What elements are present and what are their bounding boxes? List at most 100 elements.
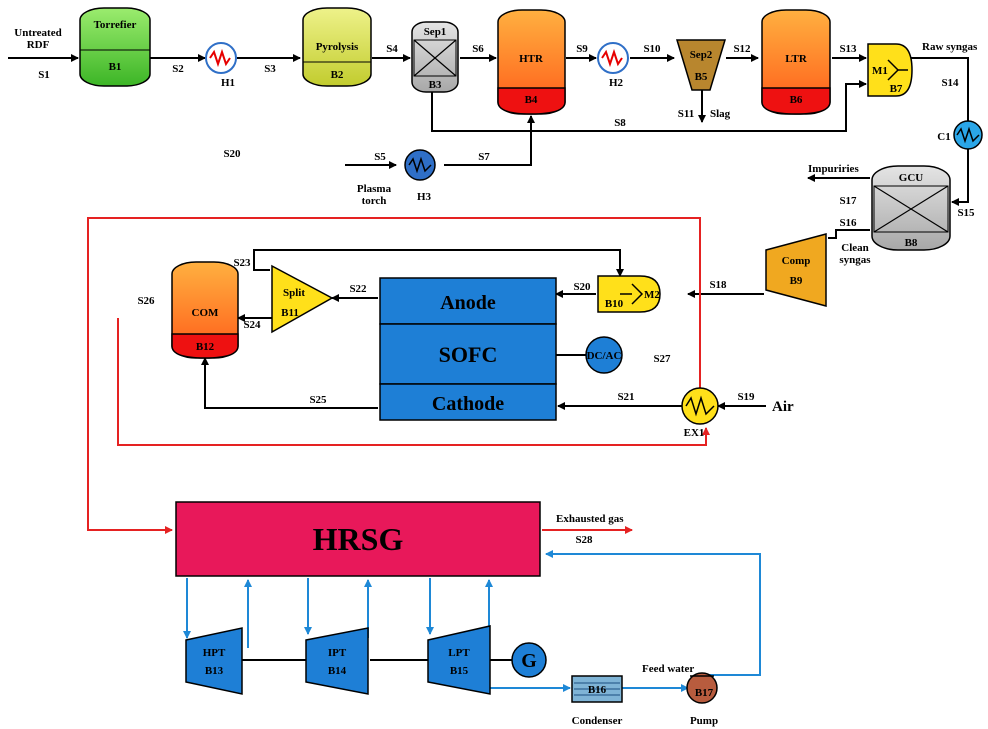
stream-s26-line bbox=[117, 318, 710, 446]
h2-label: H2 bbox=[609, 77, 624, 89]
steam-lpt-to-condenser bbox=[488, 676, 571, 692]
ex1-label: EX1 bbox=[684, 427, 705, 439]
raw-syngas-label: Raw syngas bbox=[922, 41, 978, 53]
split-id: B11 bbox=[281, 307, 299, 319]
plasma-label-line2: torch bbox=[362, 195, 387, 207]
clean-syngas-line2: syngas bbox=[839, 254, 871, 266]
stream-s25-line bbox=[201, 357, 378, 409]
stream-s16-line bbox=[828, 229, 870, 239]
stream-label-s10: S10 bbox=[643, 43, 661, 55]
com-name: COM bbox=[192, 307, 220, 319]
turbine-hpt-b13: HPT B13 bbox=[185, 627, 243, 695]
htr-id: B4 bbox=[525, 94, 538, 106]
condenser-caption: Condenser bbox=[572, 715, 623, 727]
c1-label: C1 bbox=[937, 131, 950, 143]
gcu-id: B8 bbox=[905, 237, 918, 249]
split-name: Split bbox=[283, 287, 305, 299]
pyrolysis-name: Pyrolysis bbox=[316, 41, 359, 53]
stream-label-s14: S14 bbox=[941, 77, 959, 89]
sofc-label: SOFC bbox=[439, 342, 498, 367]
process-streams bbox=[8, 54, 969, 661]
pump-b17: B17 Pump bbox=[686, 672, 718, 727]
pyrolysis-b2: Pyrolysis B2 bbox=[302, 7, 372, 87]
stream-s14-line bbox=[910, 57, 969, 122]
heater-coil-icon bbox=[601, 48, 623, 68]
stream-label-s16: S16 bbox=[839, 217, 857, 229]
stream-label-s27: S27 bbox=[653, 353, 671, 365]
ipt-name: IPT bbox=[328, 647, 347, 659]
stream-label-s26: S26 bbox=[137, 295, 155, 307]
steam-streams bbox=[183, 550, 761, 692]
feed-water-label: Feed water bbox=[642, 663, 694, 675]
clean-syngas-line1: Clean bbox=[841, 242, 869, 254]
ipt-id: B14 bbox=[328, 665, 347, 677]
turbine-lpt-b15: LPT B15 bbox=[427, 625, 491, 695]
ltr-b6: LTR B6 bbox=[761, 9, 831, 115]
gcu-name: GCU bbox=[899, 172, 924, 184]
condenser-id: B16 bbox=[588, 684, 607, 696]
sofc-stack: Anode SOFC Cathode bbox=[379, 277, 557, 421]
heater-coil-icon bbox=[209, 48, 231, 68]
stream-label-s2: S2 bbox=[172, 63, 184, 75]
stream-label-s15: S15 bbox=[957, 207, 975, 219]
compressor-b9: Comp B9 bbox=[765, 233, 827, 307]
heater-h1: H1 bbox=[205, 42, 237, 89]
stream-s8-line bbox=[431, 80, 867, 132]
stream-label-s24: S24 bbox=[243, 319, 261, 331]
stream-s7-line bbox=[444, 115, 535, 166]
ltr-name: LTR bbox=[785, 53, 808, 65]
cooler-coil-icon bbox=[956, 126, 980, 144]
torrefier-b1: Torrefier B1 bbox=[79, 7, 151, 87]
dcac-label: DC/AC bbox=[587, 350, 622, 362]
anode-label: Anode bbox=[440, 292, 496, 314]
torrefier-name: Torrefier bbox=[94, 19, 137, 31]
hpt-id: B13 bbox=[205, 665, 224, 677]
m1-id: B7 bbox=[890, 83, 903, 95]
htr-name: HTR bbox=[519, 53, 544, 65]
stream-s27-line bbox=[87, 217, 701, 534]
stream-label-s8: S8 bbox=[614, 117, 626, 129]
hrsg-unit: HRSG bbox=[175, 501, 541, 577]
combustor-b12: COM B12 bbox=[171, 261, 239, 359]
hrsg-label: HRSG bbox=[313, 521, 404, 557]
stream-s23-line bbox=[253, 249, 624, 277]
exchanger-coil-icon bbox=[685, 395, 715, 417]
heater-h3: H3 bbox=[404, 149, 436, 203]
stream-label-s19: S19 bbox=[737, 391, 755, 403]
h3-label: H3 bbox=[417, 191, 432, 203]
ltr-id: B6 bbox=[790, 94, 803, 106]
impurities-label: Impuriries bbox=[808, 163, 859, 175]
cathode-label: Cathode bbox=[432, 393, 504, 415]
rdf-label-line1: Untreated bbox=[14, 27, 61, 39]
generator-label: G bbox=[521, 650, 537, 672]
stream-label-s13: S13 bbox=[839, 43, 857, 55]
comp-name: Comp bbox=[782, 255, 811, 267]
lpt-id: B15 bbox=[450, 665, 469, 677]
stream-label-s4: S4 bbox=[386, 43, 398, 55]
heater-coil-icon bbox=[408, 156, 432, 174]
mixer-b10: M2 B10 bbox=[597, 275, 661, 313]
sofc-block bbox=[379, 323, 557, 385]
pump-id: B17 bbox=[695, 687, 714, 699]
exhausted-gas-label: Exhausted gas bbox=[556, 513, 624, 525]
stream-label-s5: S5 bbox=[374, 151, 386, 163]
gcu-b8: GCU B8 bbox=[871, 165, 951, 251]
m2-name: M2 bbox=[644, 289, 660, 301]
slag-label: Slag bbox=[710, 108, 731, 120]
stream-label-s23: S23 bbox=[233, 257, 251, 269]
separator-b5: Sep2 B5 bbox=[675, 39, 727, 91]
h1-label: H1 bbox=[221, 77, 235, 89]
m2-id: B10 bbox=[605, 298, 624, 310]
com-id: B12 bbox=[196, 341, 215, 353]
stream-label-s25: S25 bbox=[309, 394, 327, 406]
stream-label-s20-top: S20 bbox=[223, 148, 241, 160]
stream-label-s17: S17 bbox=[839, 195, 857, 207]
stream-label-s22: S22 bbox=[349, 283, 367, 295]
sep2-id: B5 bbox=[695, 71, 708, 83]
stream-label-s9: S9 bbox=[576, 43, 588, 55]
heater-h2: H2 bbox=[597, 42, 629, 89]
stream-label-s20: S20 bbox=[573, 281, 591, 293]
sep2-name: Sep2 bbox=[690, 49, 713, 61]
